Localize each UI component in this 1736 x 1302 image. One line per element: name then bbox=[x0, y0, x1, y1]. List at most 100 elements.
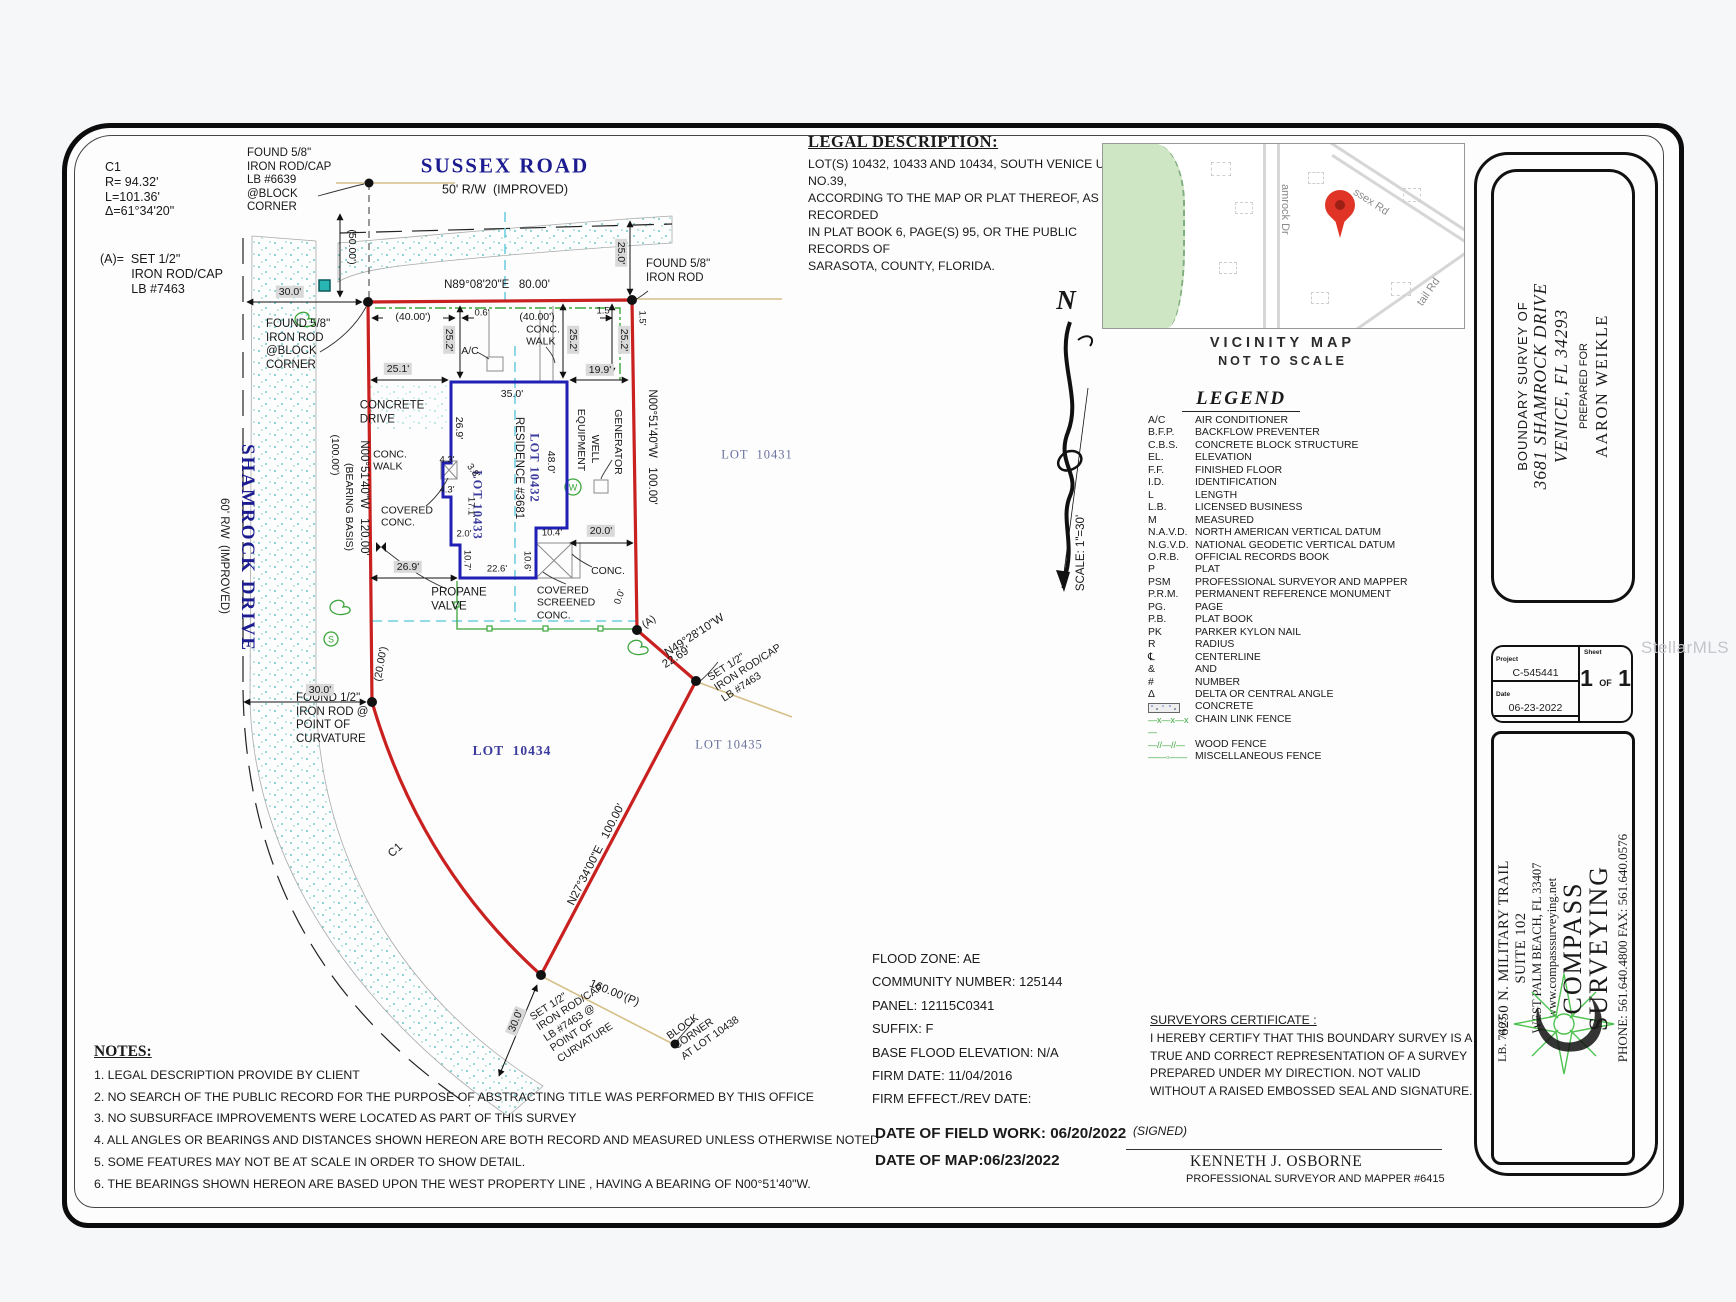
survey-dates: DATE OF FIELD WORK: 06/20/2022 DATE OF M… bbox=[875, 1120, 1126, 1174]
dim-25-2a: 25.2' bbox=[442, 325, 456, 355]
flood-line-6: FIRM EFFECT./REV DATE: bbox=[872, 1091, 1032, 1107]
legend-meaning: OFFICIAL RECORDS BOOK bbox=[1195, 551, 1330, 563]
lot-10434: LOT 10434 bbox=[472, 743, 552, 759]
legend-abbr: P.B. bbox=[1148, 614, 1167, 626]
legal-description-title: LEGAL DESCRIPTION: bbox=[808, 132, 999, 151]
dim-10-4: 10.4' bbox=[541, 527, 563, 539]
stellar-mls-watermark: StellarMLS bbox=[1641, 638, 1730, 657]
survey-type: BOUNDARY SURVEY OF bbox=[1514, 301, 1530, 471]
dim-0-6: 0.6' bbox=[474, 307, 490, 319]
legend-abbr: R bbox=[1148, 639, 1156, 651]
legend-abbr: EL. bbox=[1148, 452, 1164, 464]
dim-22-6: 22.6' bbox=[486, 563, 508, 575]
covered-screened: COVERED SCREENED CONC. bbox=[536, 584, 596, 622]
dim-25-0-road: 25.0' bbox=[614, 238, 628, 268]
legend-meaning: AND bbox=[1195, 664, 1217, 676]
legend-meaning: MISCELLANEOUS FENCE bbox=[1195, 751, 1322, 763]
legend-abbr: N.A.V.D. bbox=[1148, 527, 1188, 539]
legend-meaning: IDENTIFICATION bbox=[1195, 477, 1277, 489]
legal-line-1: ACCORDING TO THE MAP OR PLAT THEREOF, AS… bbox=[808, 191, 1099, 222]
lot-10432: LOT 10432 bbox=[527, 433, 542, 503]
date-field-work: DATE OF FIELD WORK: 06/20/2022 bbox=[875, 1125, 1127, 1142]
legend-entry-15: PG.PAGE bbox=[1148, 602, 1448, 614]
note-item-0: 1. LEGAL DESCRIPTION PROVIDE BY CLIENT bbox=[94, 1068, 360, 1082]
dim-10-7: 10.7' bbox=[461, 549, 473, 571]
legend-entry-7: L.B.LICENSED BUSINESS bbox=[1148, 502, 1448, 514]
bearing-right: N00°51'40"W 100.00' bbox=[645, 389, 658, 505]
vicinity-map-subcaption: NOT TO SCALE bbox=[1218, 354, 1347, 368]
legend-entry-19: ℄CENTERLINE bbox=[1148, 652, 1448, 664]
dim-100-00p: (100.00') bbox=[329, 434, 342, 476]
notes-title: NOTES: bbox=[94, 1043, 152, 1060]
found-rod-w: FOUND 5/8" IRON ROD @BLOCK CORNER bbox=[266, 318, 331, 371]
legend-entry-3: EL.ELEVATION bbox=[1148, 452, 1448, 464]
company-address-1: 6250 N. MILITARY TRAIL bbox=[1495, 860, 1512, 1036]
dim-25-2b: 25.2' bbox=[566, 325, 580, 355]
dim-20-0: 20.0' bbox=[586, 524, 616, 538]
legal-description: LEGAL DESCRIPTION: LOT(S) 10432, 10433 A… bbox=[808, 132, 1138, 275]
signed-label: (SIGNED) bbox=[1133, 1124, 1187, 1138]
vicinity-road-label-shamrock: amrock Dr bbox=[1279, 184, 1291, 235]
title-block: BOUNDARY SURVEY OF 3681 SHAMROCK DRIVE V… bbox=[1474, 152, 1658, 1176]
dim-1-5b: 1.5' bbox=[636, 310, 648, 326]
date-label: Date bbox=[1496, 691, 1511, 698]
legend-abbr: P bbox=[1148, 564, 1155, 576]
street-sussex: SUSSEX ROAD bbox=[420, 153, 590, 178]
legend-entry-9: N.A.V.D. NORTH AMERICAN VERTICAL DATUM bbox=[1148, 527, 1448, 539]
signature-line bbox=[1126, 1149, 1442, 1150]
dim-30-mid: 30.0' bbox=[305, 683, 335, 697]
project-number: C-545441 bbox=[1512, 667, 1559, 679]
surveyor-name: KENNETH J. OSBORNE bbox=[1190, 1153, 1363, 1170]
curve-c1-data: C1 R= 94.32' L=101.36' Δ=61°34'20" bbox=[105, 160, 175, 219]
sheet-label: Sheet bbox=[1584, 649, 1602, 656]
label-ac: A/C bbox=[461, 344, 479, 357]
company-block: 6250 N. MILITARY TRAIL SUITE 102 WEST PA… bbox=[1491, 731, 1635, 1165]
company-phone-fax: PHONE: 561.640.4800 FAX: 561.640.0576 bbox=[1614, 833, 1630, 1063]
project-date: 06-23-2022 bbox=[1508, 702, 1563, 714]
legend-meaning: LICENSED BUSINESS bbox=[1195, 502, 1303, 514]
legend-meaning: BACKFLOW PREVENTER bbox=[1195, 427, 1320, 439]
certificate-line-0: I HEREBY CERTIFY THAT THIS BOUNDARY SURV… bbox=[1150, 1031, 1473, 1045]
legend-abbr: N.G.V.D. bbox=[1148, 539, 1189, 551]
dim-10-6: 10.6' bbox=[521, 550, 533, 572]
legend-abbr: O.R.B. bbox=[1148, 551, 1180, 563]
dim-1-5a: 1.5' bbox=[596, 305, 612, 317]
legend-meaning: NORTH AMERICAN VERTICAL DATUM bbox=[1195, 527, 1382, 539]
bearing-top: N89°08'20"E 80.00' bbox=[444, 279, 550, 292]
found-half-rod: FOUND 1/2" IRON ROD @ POINT OF CURVATURE bbox=[296, 692, 369, 745]
flood-line-2: PANEL: 12115C0341 bbox=[872, 997, 995, 1013]
legend-abbr: A/C bbox=[1148, 415, 1166, 426]
legend-meaning: PAGE bbox=[1195, 601, 1224, 613]
legend-meaning: PROFESSIONAL SURVEYOR AND MAPPER bbox=[1195, 576, 1408, 588]
legal-line-0: LOT(S) 10432, 10433 AND 10434, SOUTH VEN… bbox=[808, 157, 1125, 188]
project-label: Project bbox=[1496, 656, 1519, 663]
title-block-survey-title: BOUNDARY SURVEY OF 3681 SHAMROCK DRIVE V… bbox=[1491, 169, 1635, 603]
legend-abbr: M bbox=[1148, 514, 1157, 526]
sussex-rw: 50' R/W (IMPROVED) bbox=[441, 182, 569, 197]
set-rod-note: (A)= SET 1/2" IRON ROD/CAP LB #7463 bbox=[100, 252, 223, 296]
legend-entry-2: C.B.S.CONCRETE BLOCK STRUCTURE bbox=[1148, 440, 1448, 452]
legend-entry-16: P.B.PLAT BOOK bbox=[1148, 614, 1448, 626]
survey-address-2: VENICE, FL 34293 bbox=[1550, 308, 1571, 464]
dim-17-1: 17.1' bbox=[465, 496, 477, 518]
vicinity-road bbox=[1327, 144, 1464, 236]
legend-abbr: P.R.M. bbox=[1148, 589, 1179, 601]
legend-title: LEGEND bbox=[1182, 388, 1301, 412]
notes: NOTES: 1. LEGAL DESCRIPTION PROVIDE BY C… bbox=[94, 1043, 879, 1195]
project-info-box: Project C-545441 Date 06-23-2022 Scale 1… bbox=[1491, 645, 1633, 723]
street-shamrock: SHAMROCK DRIVE bbox=[237, 444, 259, 652]
legend-abbr: Δ bbox=[1148, 688, 1155, 700]
wood-symbol-icon: —//—//— bbox=[1148, 739, 1186, 750]
sheet-n2: 1 bbox=[1618, 665, 1631, 691]
map-pin-tail bbox=[1334, 216, 1346, 238]
dim-2-0: 2.0' bbox=[456, 528, 472, 540]
vicinity-map: amrock Dr ssex Rd tail Rd VICINITY MAP N… bbox=[1102, 143, 1465, 368]
concrete-symbol-icon bbox=[1148, 701, 1195, 714]
